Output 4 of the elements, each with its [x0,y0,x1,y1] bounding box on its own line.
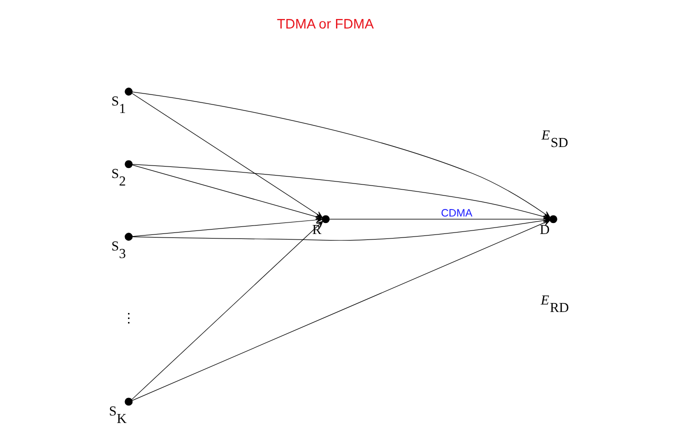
edge-label: CDMA [440,207,472,220]
label: TDMA or FDMA [276,16,374,32]
node-label: D [539,222,550,237]
label: ⋮ [121,310,136,326]
